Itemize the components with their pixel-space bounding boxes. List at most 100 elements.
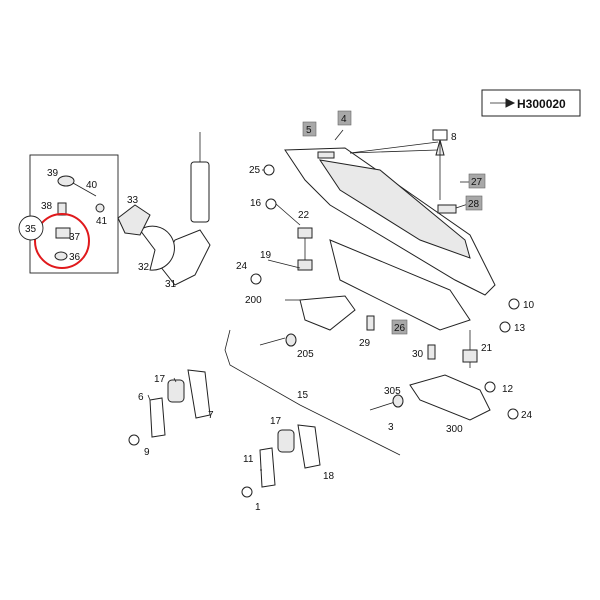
subframe-top bbox=[318, 159, 471, 259]
label-19: 19 bbox=[260, 250, 272, 261]
part-39-cap bbox=[57, 175, 75, 187]
label-200: 200 bbox=[245, 295, 262, 306]
part-32-backplate bbox=[139, 225, 175, 271]
part-41-nut bbox=[95, 203, 105, 213]
label-24a: 24 bbox=[236, 261, 248, 272]
stabilizer-bar bbox=[224, 329, 404, 456]
label-11: 11 bbox=[243, 454, 254, 465]
part-17-bushing-left bbox=[167, 379, 185, 403]
label-27: 27 bbox=[471, 177, 483, 188]
inset-detail-box bbox=[18, 154, 119, 274]
label-305: 305 bbox=[384, 386, 401, 397]
shock-body bbox=[190, 161, 210, 223]
part-11-clamp bbox=[259, 447, 276, 488]
label-39: 39 bbox=[47, 168, 59, 179]
label-7: 7 bbox=[208, 410, 214, 421]
stabilizer-mounts bbox=[149, 369, 321, 488]
label-300: 300 bbox=[446, 424, 463, 435]
nut-1 bbox=[241, 486, 253, 498]
label-12: 12 bbox=[502, 384, 514, 395]
part-22-bushing-bottom bbox=[297, 259, 313, 271]
nut-9 bbox=[128, 434, 140, 446]
part-205-bushing bbox=[285, 333, 297, 347]
part-300-arm bbox=[409, 374, 491, 421]
label-37: 37 bbox=[69, 232, 81, 243]
lower-arms bbox=[409, 330, 491, 421]
nut-16 bbox=[265, 198, 277, 210]
label-15: 15 bbox=[297, 390, 309, 401]
label-4: 4 bbox=[341, 114, 347, 125]
part-3-bolt bbox=[369, 401, 396, 411]
label-17b: 17 bbox=[270, 416, 282, 427]
bolt-29 bbox=[366, 315, 375, 331]
nut-13 bbox=[499, 321, 511, 333]
label-205: 205 bbox=[297, 349, 314, 360]
label-22: 22 bbox=[298, 210, 310, 221]
label-29: 29 bbox=[359, 338, 371, 349]
arrow-head-icon bbox=[505, 98, 516, 108]
label-26-box bbox=[391, 319, 408, 335]
label-5: 5 bbox=[306, 125, 312, 136]
label-38: 38 bbox=[41, 201, 53, 212]
part-26-crossmember bbox=[329, 239, 471, 331]
shock-absorber-assembly bbox=[117, 132, 211, 286]
nut-24-left bbox=[250, 273, 262, 285]
part-21-bushing bbox=[462, 349, 478, 363]
label-40: 40 bbox=[86, 180, 98, 191]
leader-lines bbox=[147, 129, 470, 471]
nut-25 bbox=[263, 164, 275, 176]
part-15-bar bbox=[224, 329, 401, 456]
part-labels: 1 3 4 5 6 7 8 9 10 11 12 13 15 16 17 17 … bbox=[25, 110, 535, 513]
part-205-bolt bbox=[259, 337, 286, 346]
label-36: 36 bbox=[69, 252, 81, 263]
highlight-circle bbox=[34, 213, 90, 269]
nut-12 bbox=[484, 381, 496, 393]
reference-code: H300020 bbox=[481, 89, 581, 117]
part-17-bushing-right bbox=[277, 429, 295, 453]
part-31-knuckle bbox=[159, 229, 211, 286]
label-1: 1 bbox=[255, 502, 261, 513]
part-40-bolt bbox=[72, 182, 97, 197]
label-25: 25 bbox=[249, 165, 261, 176]
nut-24-right bbox=[507, 408, 519, 420]
label-30: 30 bbox=[412, 349, 424, 360]
label-28: 28 bbox=[468, 199, 480, 210]
label-10: 10 bbox=[523, 300, 535, 311]
label-9: 9 bbox=[144, 447, 150, 458]
part-36-nut bbox=[54, 251, 68, 261]
label-21: 21 bbox=[481, 343, 493, 354]
label-26: 26 bbox=[394, 323, 406, 334]
label-8: 8 bbox=[451, 132, 457, 143]
label-18: 18 bbox=[323, 471, 335, 482]
label-4-box bbox=[337, 110, 352, 126]
part-37-bracket bbox=[55, 227, 71, 239]
nut-10 bbox=[508, 298, 520, 310]
label-27-box bbox=[468, 173, 486, 189]
callout-35-circle bbox=[18, 215, 44, 241]
label-28-box bbox=[465, 195, 483, 211]
subframe-assembly bbox=[284, 129, 496, 331]
label-5-box bbox=[302, 121, 317, 137]
part-22-bushing-top bbox=[297, 227, 313, 239]
label-33: 33 bbox=[127, 195, 139, 206]
bolt-30 bbox=[427, 344, 436, 360]
reference-code-text: H300020 bbox=[517, 97, 566, 111]
label-13: 13 bbox=[514, 323, 526, 334]
part-7-bracket bbox=[187, 369, 211, 419]
part-8-head bbox=[432, 129, 448, 141]
part-5-plate bbox=[317, 151, 335, 159]
part-305-bushing bbox=[392, 394, 404, 408]
label-3: 3 bbox=[388, 422, 394, 433]
label-6: 6 bbox=[138, 392, 144, 403]
label-41: 41 bbox=[96, 216, 108, 227]
part-6-clamp bbox=[149, 397, 166, 438]
part-18-bracket bbox=[297, 424, 321, 469]
part-28-plate bbox=[437, 204, 457, 214]
label-31: 31 bbox=[165, 279, 177, 290]
label-35: 35 bbox=[25, 224, 37, 235]
inset-frame bbox=[29, 154, 119, 274]
label-32: 32 bbox=[138, 262, 150, 273]
label-24b: 24 bbox=[521, 410, 533, 421]
part-200-arm bbox=[299, 295, 356, 331]
label-16: 16 bbox=[250, 198, 262, 209]
